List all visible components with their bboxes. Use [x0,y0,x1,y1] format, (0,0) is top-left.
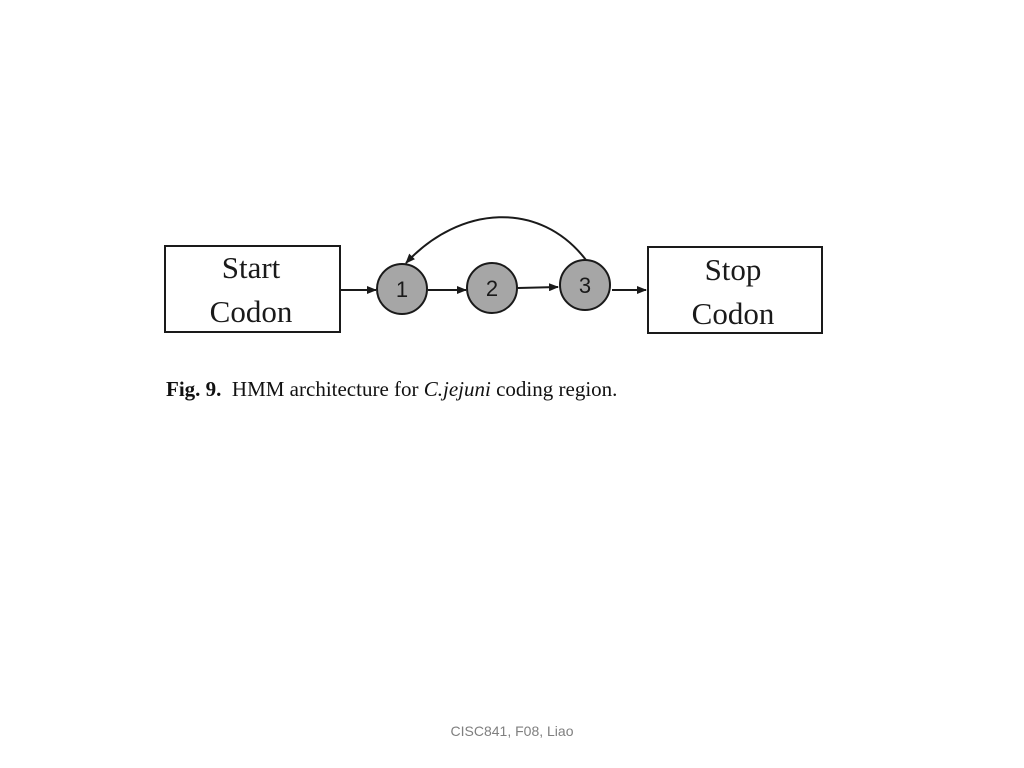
state-node-2: 2 [466,262,518,314]
figure-caption: Fig. 9. HMM architecture for C.jejuni co… [166,377,617,402]
state-node-1: 1 [376,263,428,315]
arrow-state-2-to-state-3 [517,283,559,292]
start-codon-label-line2: Codon [210,294,293,329]
stop-codon-label-line2: Codon [692,296,775,331]
caption-species: C.jejuni [423,377,491,401]
caption-text-after: coding region. [496,377,618,401]
slide-footer: CISC841, F08, Liao [450,723,574,739]
start-codon-box: Start Codon [164,245,341,333]
start-codon-label-line1: Start [222,250,281,285]
caption-text-before: HMM architecture for [231,377,419,401]
figure-number: Fig. 9. [166,377,222,401]
stop-codon-label-line1: Stop [705,252,762,287]
state-label-2: 2 [486,276,498,301]
arrow-state-3-to-state-1-loop [405,216,587,264]
stop-codon-box: Stop Codon [647,246,823,334]
state-node-3: 3 [559,259,611,311]
state-label-1: 1 [396,277,408,302]
state-label-3: 3 [579,273,591,298]
